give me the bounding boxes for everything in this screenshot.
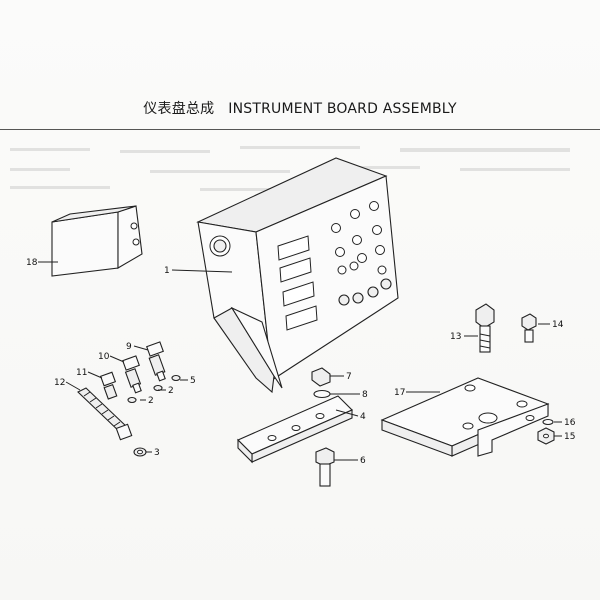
callout-16: 16 xyxy=(564,418,576,428)
part-6-bolt xyxy=(315,447,335,487)
part-14-bolt xyxy=(521,313,537,343)
callout-17: 17 xyxy=(394,388,405,398)
callout-labels: 18 1 9 10 11 12 2 5 2 3 7 8 4 6 13 14 17… xyxy=(26,258,576,466)
part-1-instrument-box xyxy=(196,157,399,394)
callout-15: 15 xyxy=(564,432,575,442)
callout-2b: 2 xyxy=(148,396,154,406)
part-12-hose xyxy=(77,387,133,441)
part-13-bolt xyxy=(475,303,495,353)
part-15-nut xyxy=(537,427,555,445)
callout-11: 11 xyxy=(76,368,87,378)
part-16-washer xyxy=(542,418,554,426)
callout-7: 7 xyxy=(346,372,352,382)
bleed-through-texture xyxy=(10,146,570,191)
callout-12: 12 xyxy=(54,378,65,388)
part-7-nut xyxy=(311,367,331,387)
callout-4: 5 xyxy=(190,376,196,386)
callout-1: 1 xyxy=(164,266,170,276)
callout-13: 13 xyxy=(450,332,461,342)
callout-2a: 2 xyxy=(168,386,174,396)
part-3-nut xyxy=(133,447,147,457)
callout-6: 6 xyxy=(360,456,366,466)
part-5-plate xyxy=(237,395,353,464)
callout-10: 10 xyxy=(98,352,110,362)
part-17-base-plate xyxy=(380,377,550,457)
leader-lines xyxy=(38,261,562,461)
part-18-bracket xyxy=(51,205,143,277)
callout-18: 18 xyxy=(26,258,38,268)
part-8-washer xyxy=(313,389,331,399)
part-9-fitting xyxy=(146,341,166,382)
callout-14: 14 xyxy=(552,320,564,330)
part-10-fitting xyxy=(122,355,142,394)
callout-5: 4 xyxy=(360,412,366,422)
part-4-washer xyxy=(171,374,181,382)
title-rule xyxy=(0,129,600,130)
title-english: INSTRUMENT BOARD ASSEMBLY xyxy=(228,101,457,117)
callout-9: 9 xyxy=(126,342,132,352)
callout-8: 8 xyxy=(362,390,368,400)
part-2-washers xyxy=(127,384,163,404)
page-title: 仪表盘总成 INSTRUMENT BOARD ASSEMBLY xyxy=(0,98,600,118)
part-11-fitting xyxy=(99,371,118,400)
title-chinese: 仪表盘总成 xyxy=(143,101,215,117)
callout-3: 3 xyxy=(154,448,160,458)
